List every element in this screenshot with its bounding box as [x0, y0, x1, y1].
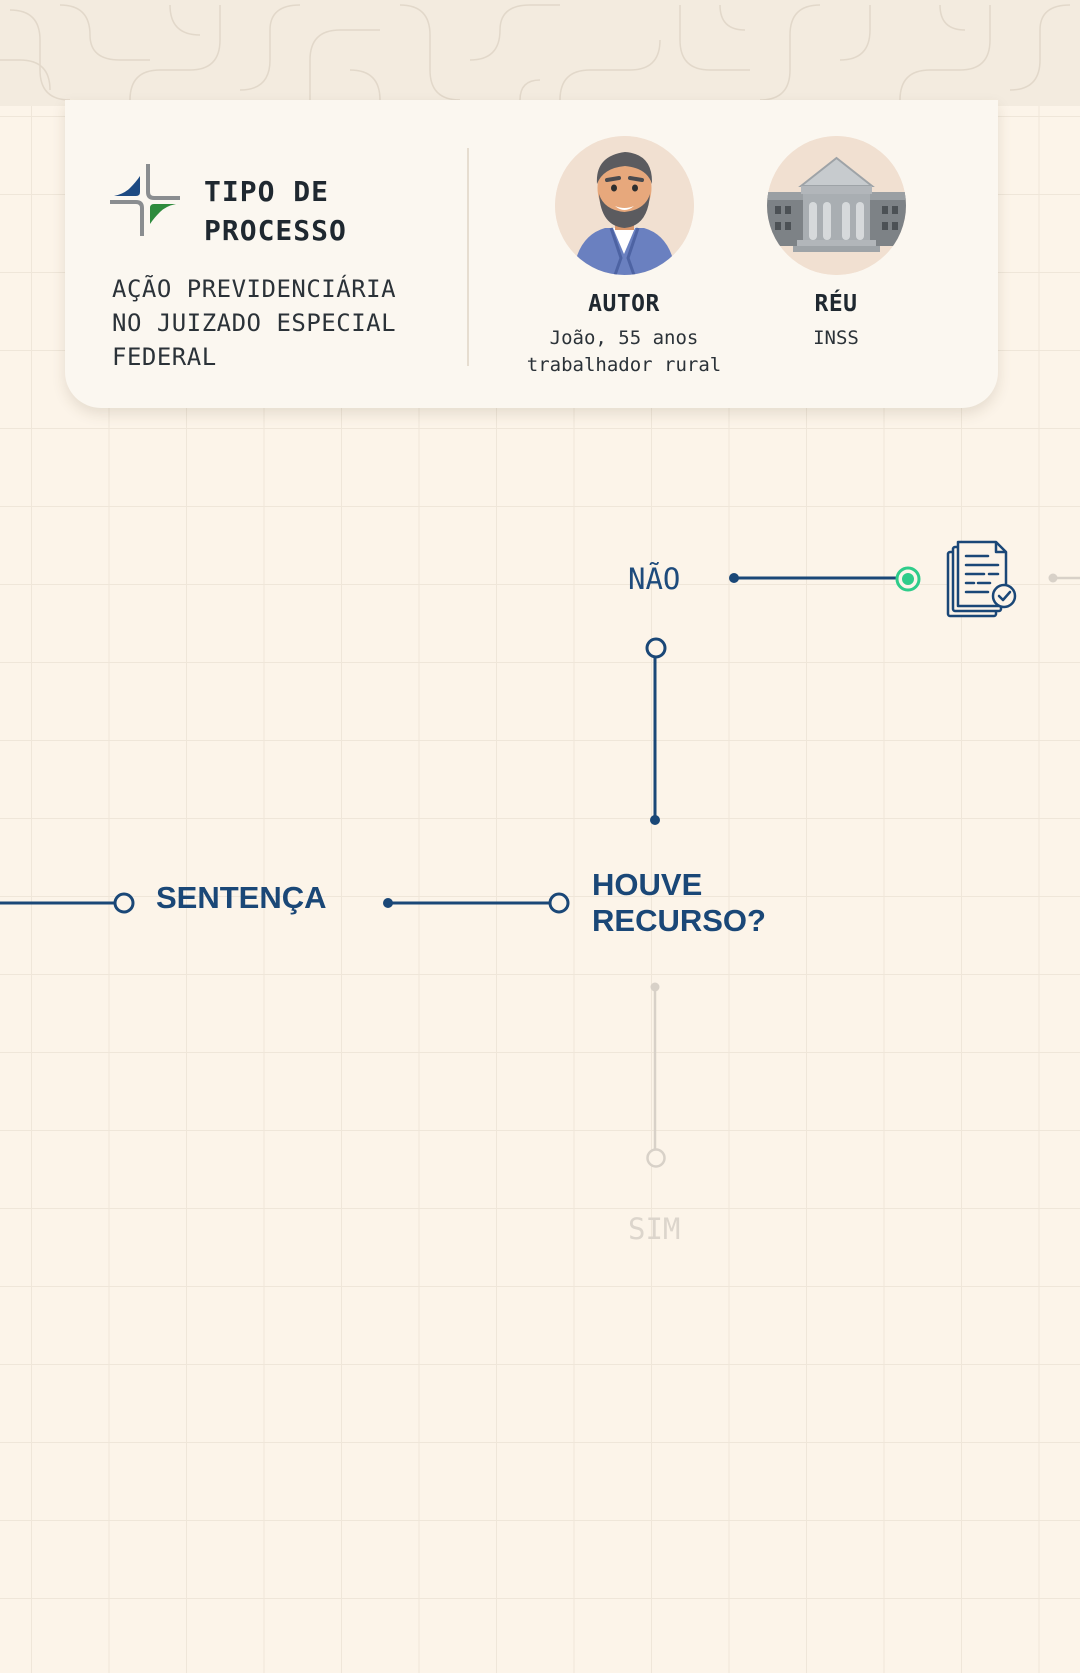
header-pattern — [0, 0, 1080, 106]
pattern-decoration — [0, 4, 1071, 101]
process-type-title: TIPO DE PROCESSO — [204, 175, 347, 247]
autor-role: AUTOR — [588, 291, 660, 317]
node-no — [645, 637, 667, 659]
label-no: NÃO — [628, 562, 681, 596]
node-yes — [646, 1148, 666, 1168]
process-type-description: AÇÃO PREVIDENCIÁRIA NO JUIZADO ESPECIAL … — [112, 275, 397, 371]
party-reu: RÉU INSS — [726, 136, 946, 352]
node-sentenca — [113, 892, 135, 914]
node-active-core — [902, 573, 914, 585]
reu-description: INSS — [813, 327, 859, 349]
label-sentenca: SENTENÇA — [156, 880, 327, 915]
label-yes: SIM — [628, 1212, 681, 1246]
justice-logo-icon — [110, 164, 180, 236]
reu-role: RÉU — [814, 291, 858, 317]
author-avatar-icon — [554, 136, 694, 275]
document-check-icon — [946, 540, 1017, 618]
autor-description: João, 55 anos trabalhador rural — [526, 327, 722, 376]
process-info-card: TIPO DE PROCESSO AÇÃO PREVIDENCIÁRIA NO … — [65, 100, 998, 408]
card-divider — [467, 148, 469, 366]
party-autor: AUTOR João, 55 anos trabalhador rural — [514, 136, 734, 379]
label-question: HOUVE RECURSO? — [592, 867, 766, 938]
node-question — [548, 892, 570, 914]
courthouse-icon — [766, 136, 906, 275]
